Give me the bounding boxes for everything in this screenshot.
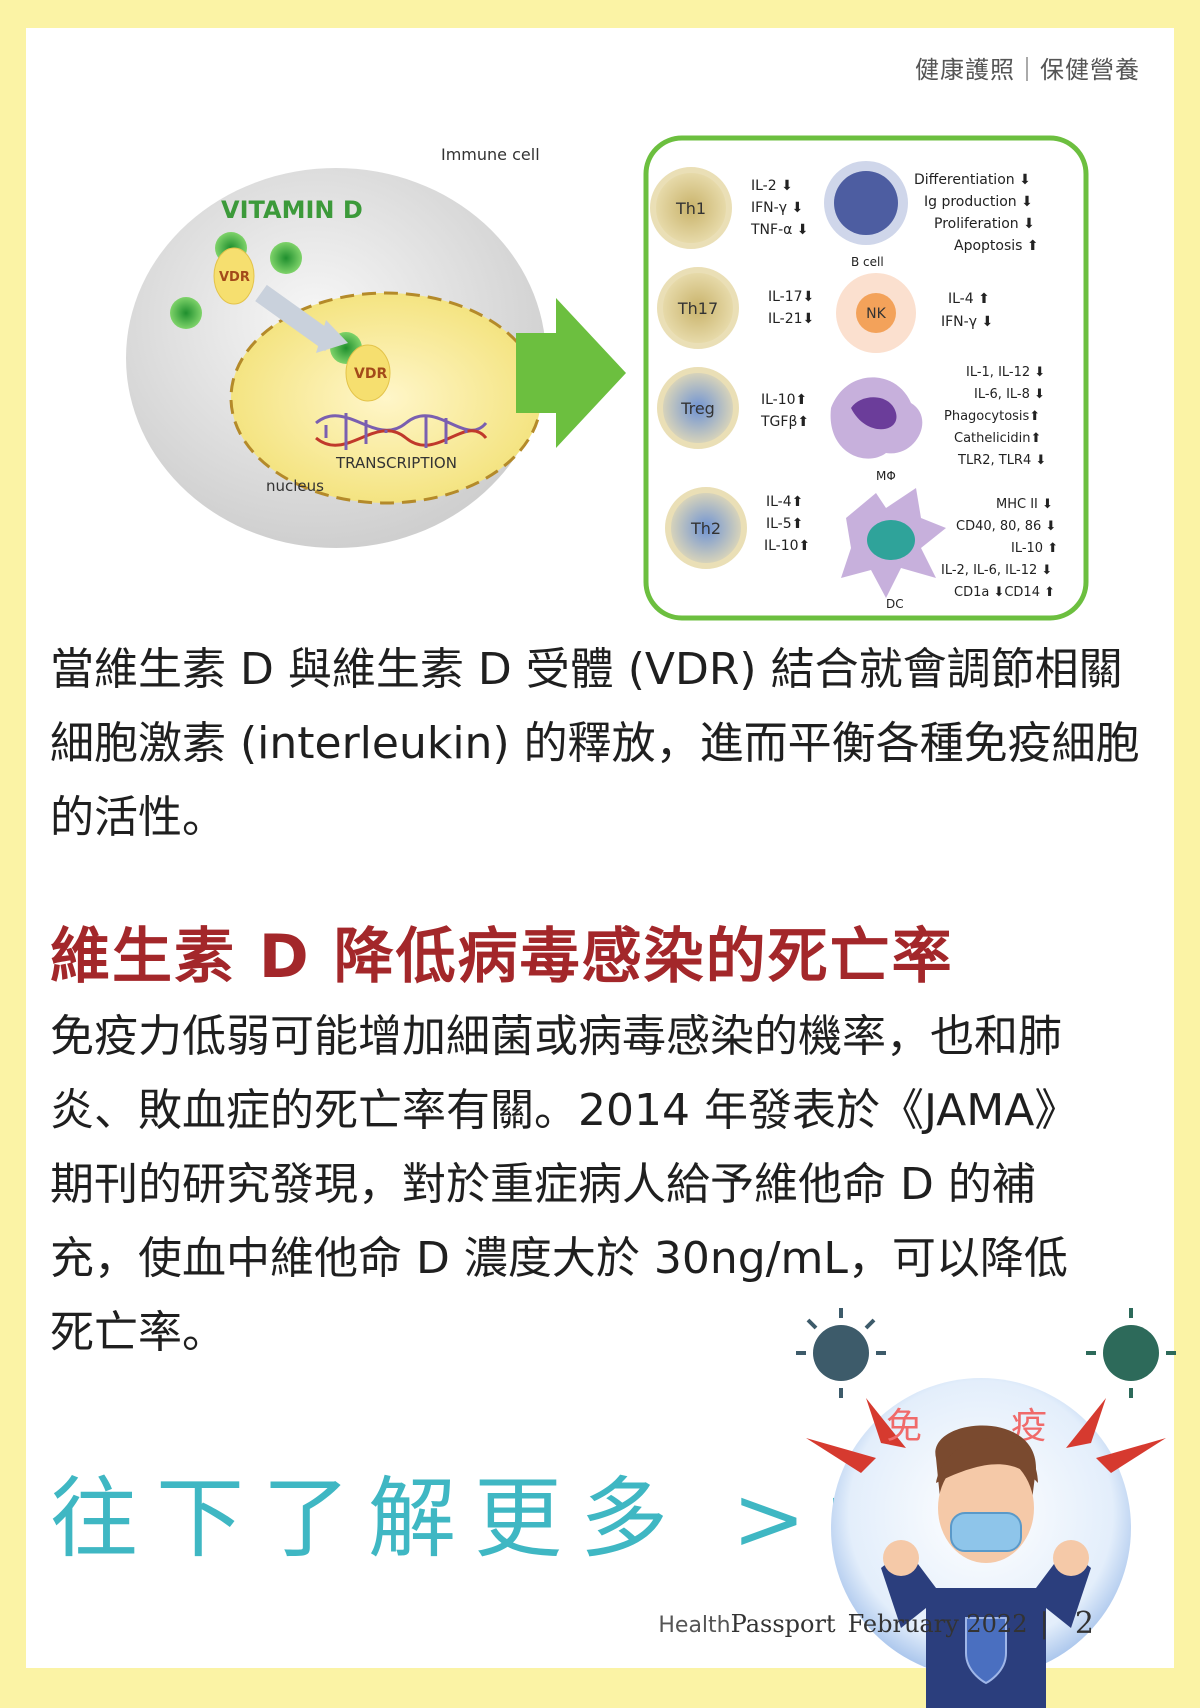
svg-text:TNF-α ⬇: TNF-α ⬇ — [750, 222, 809, 238]
header-tag: 健康護照｜保健營養 — [915, 50, 1140, 85]
svg-text:MHC II ⬇: MHC II ⬇ — [996, 497, 1053, 512]
vitamin-d-molecule — [270, 242, 302, 274]
svg-text:IL-6, IL-8 ⬇: IL-6, IL-8 ⬇ — [974, 387, 1045, 402]
transcription-label: TRANSCRIPTION — [335, 454, 457, 472]
vitamin-d-molecule — [170, 297, 202, 329]
svg-text:IL-4 ⬆: IL-4 ⬆ — [948, 291, 990, 307]
svg-text:CD1a ⬇CD14 ⬆: CD1a ⬇CD14 ⬆ — [954, 585, 1055, 600]
svg-text:NK: NK — [866, 306, 886, 322]
svg-text:Differentiation ⬇: Differentiation ⬇ — [914, 172, 1031, 188]
svg-text:IFN-γ ⬇: IFN-γ ⬇ — [751, 200, 803, 216]
footer: HealthPassport February 2022 | 2 — [658, 1606, 1094, 1641]
svg-text:IL-17⬇: IL-17⬇ — [768, 289, 814, 305]
svg-text:IL-10 ⬆: IL-10 ⬆ — [1011, 541, 1058, 556]
footer-date: February 2022 — [848, 1610, 1028, 1638]
immune-cell-label: Immune cell — [441, 145, 540, 164]
nucleus-label: nucleus — [266, 477, 324, 495]
svg-text:TGFβ⬆: TGFβ⬆ — [760, 414, 809, 430]
section-title: 維生素 D 降低病毒感染的死亡率 — [50, 908, 954, 995]
svg-text:Treg: Treg — [680, 399, 715, 418]
svg-text:Ig production ⬇: Ig production ⬇ — [924, 194, 1033, 210]
immune-boy-illustration: 免 疫 — [786, 1308, 1186, 1708]
svg-text:IL-21⬇: IL-21⬇ — [768, 311, 814, 327]
svg-text:Phagocytosis⬆: Phagocytosis⬆ — [944, 409, 1040, 424]
svg-text:B cell: B cell — [851, 255, 884, 269]
virus-icon — [796, 1308, 886, 1398]
footer-brand: HealthPassport — [658, 1610, 835, 1638]
svg-text:TLR2, TLR4 ⬇: TLR2, TLR4 ⬇ — [957, 453, 1046, 468]
svg-text:DC: DC — [886, 597, 904, 611]
svg-text:IL-10⬆: IL-10⬆ — [764, 538, 810, 554]
footer-separator: | — [1039, 1607, 1048, 1640]
page: 健康護照｜保健營養 — [26, 28, 1174, 1668]
svg-text:IL-4⬆: IL-4⬆ — [766, 494, 803, 510]
svg-text:Th2: Th2 — [690, 519, 721, 538]
face-mask-icon — [951, 1513, 1021, 1551]
svg-text:IL-2 ⬇: IL-2 ⬇ — [751, 178, 793, 194]
svg-text:MΦ: MΦ — [876, 469, 896, 483]
svg-text:Apoptosis ⬆: Apoptosis ⬆ — [954, 238, 1039, 254]
vdr-label: VDR — [219, 270, 250, 285]
svg-text:IL-1, IL-12 ⬇: IL-1, IL-12 ⬇ — [966, 365, 1045, 380]
paragraph-vdr: 當維生素 D 與維生素 D 受體 (VDR) 結合就會調節相關細胞激素 (int… — [50, 633, 1160, 855]
svg-text:IFN-γ ⬇: IFN-γ ⬇ — [941, 314, 993, 330]
vdr-label-nucleus: VDR — [354, 366, 387, 382]
vitamin-d-label: VITAMIN D — [221, 196, 363, 224]
immune-cell-graphic — [126, 168, 546, 548]
svg-text:IL-5⬆: IL-5⬆ — [766, 516, 803, 532]
svg-text:IL-10⬆: IL-10⬆ — [761, 392, 807, 408]
virus-icon — [1086, 1308, 1176, 1398]
svg-text:Proliferation ⬇: Proliferation ⬇ — [934, 216, 1035, 232]
svg-text:CD40, 80, 86 ⬇: CD40, 80, 86 ⬇ — [956, 519, 1056, 534]
svg-text:IL-2, IL-6, IL-12 ⬇: IL-2, IL-6, IL-12 ⬇ — [941, 563, 1052, 578]
illustration-char-1: 免 — [886, 1406, 922, 1447]
svg-text:Th1: Th1 — [675, 199, 706, 218]
vitamin-d-figure: Immune cell VITAMIN D VDR VDR TRANSCRIPT… — [86, 108, 1136, 648]
page-number: 2 — [1075, 1606, 1094, 1641]
svg-text:Cathelicidin⬆: Cathelicidin⬆ — [954, 431, 1041, 446]
svg-text:Th17: Th17 — [677, 299, 718, 318]
